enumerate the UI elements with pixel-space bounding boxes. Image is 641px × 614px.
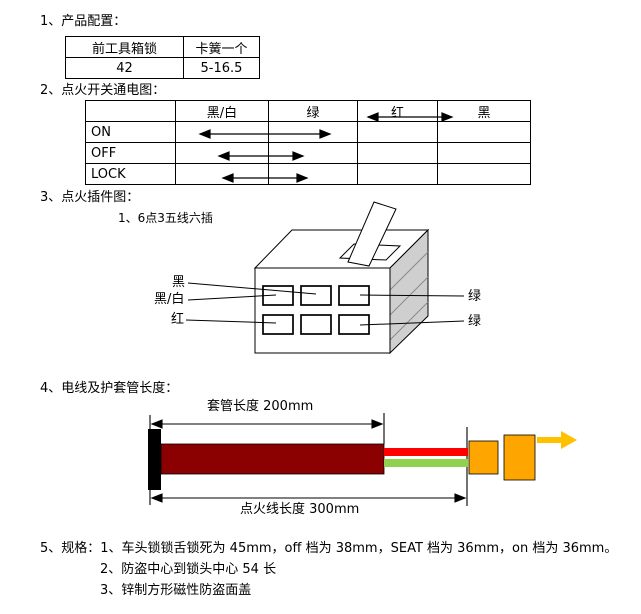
pin-hole [262,314,294,335]
connector-front-face [254,267,391,354]
measure-arrow-200 [150,419,384,429]
wire-column-header: 黑/白 [175,100,269,122]
empty-cell [437,163,531,185]
wire-length-diagram [148,413,577,506]
section3-heading: 3、点火插件图： [40,190,140,205]
spec-item-1: 1、车头锁锁舌锁死为 45mm，off 档为 38mm，SEAT 档为 36mm… [100,541,618,556]
empty-cell [437,142,531,164]
empty-cell [437,121,531,143]
pin-hole [300,285,332,306]
switch-position-cell: OFF [85,142,176,164]
sheath-bar [160,443,385,475]
empty-cell [175,142,269,164]
switch-position-cell: ON [85,121,176,143]
connector-latch [347,201,397,267]
red-wire [384,448,468,456]
corner-cell [85,100,176,122]
spec-line-1: 5、规格：1、车头锁锁舌锁死为 45mm，off 档为 38mm，SEAT 档为… [40,541,617,557]
pin-label-black-white: 黑/白 [154,292,185,307]
empty-cell [175,163,269,185]
wire-length-label: 点火线长度 300mm [240,502,360,517]
pin-label-lines [185,282,465,326]
wire-column-header: 绿 [268,100,358,122]
empty-cell [268,163,358,185]
spec-line-2: 2、防盗中心到锁头中心 54 长 [100,562,277,577]
empty-cell [175,121,269,143]
connector-block-1 [468,440,499,475]
section5-heading: 5、规格： [40,541,101,556]
sheath-length-label: 套管长度 200mm [207,399,314,414]
section2-heading: 2、点火开关通电图： [40,83,166,98]
cable-end-cap [148,429,161,490]
switch-position-cell: LOCK [85,163,176,185]
empty-cell [357,142,438,164]
green-wire [384,459,468,467]
pin-label-red: 红 [171,312,185,327]
empty-cell [268,121,358,143]
config-value-cell: 5-16.5 [183,57,260,79]
config-value-cell: 42 [65,57,184,79]
pin-label-green-bottom: 绿 [468,314,482,329]
direction-arrow [537,431,577,449]
measure-arrow-300 [150,493,467,503]
wire-column-header: 黑 [437,100,531,122]
product-config-table: 前工具箱锁 卡簧一个 42 5-16.5 [65,36,260,79]
pin-label-green-top: 绿 [468,289,482,304]
spec-line-3: 3、锌制方形磁性防盗面盖 [100,583,252,598]
connector-block-2 [503,434,536,481]
config-header-cell: 前工具箱锁 [65,36,184,58]
empty-cell [357,163,438,185]
config-header-cell: 卡簧一个 [183,36,260,58]
wire-column-header: 红 [357,100,438,122]
ignition-switch-table: 黑/白 绿 红 黑 ON OFF LOCK [85,100,531,185]
section3-note: 1、6点3五线六插 [118,211,213,225]
section4-heading: 4、电线及护套管长度： [40,381,179,396]
pin-label-black: 黑 [172,275,186,290]
pin-hole [300,314,332,335]
empty-cell [357,121,438,143]
section1-heading: 1、产品配置： [40,14,127,29]
empty-cell [268,142,358,164]
connector-diagram [185,201,465,355]
